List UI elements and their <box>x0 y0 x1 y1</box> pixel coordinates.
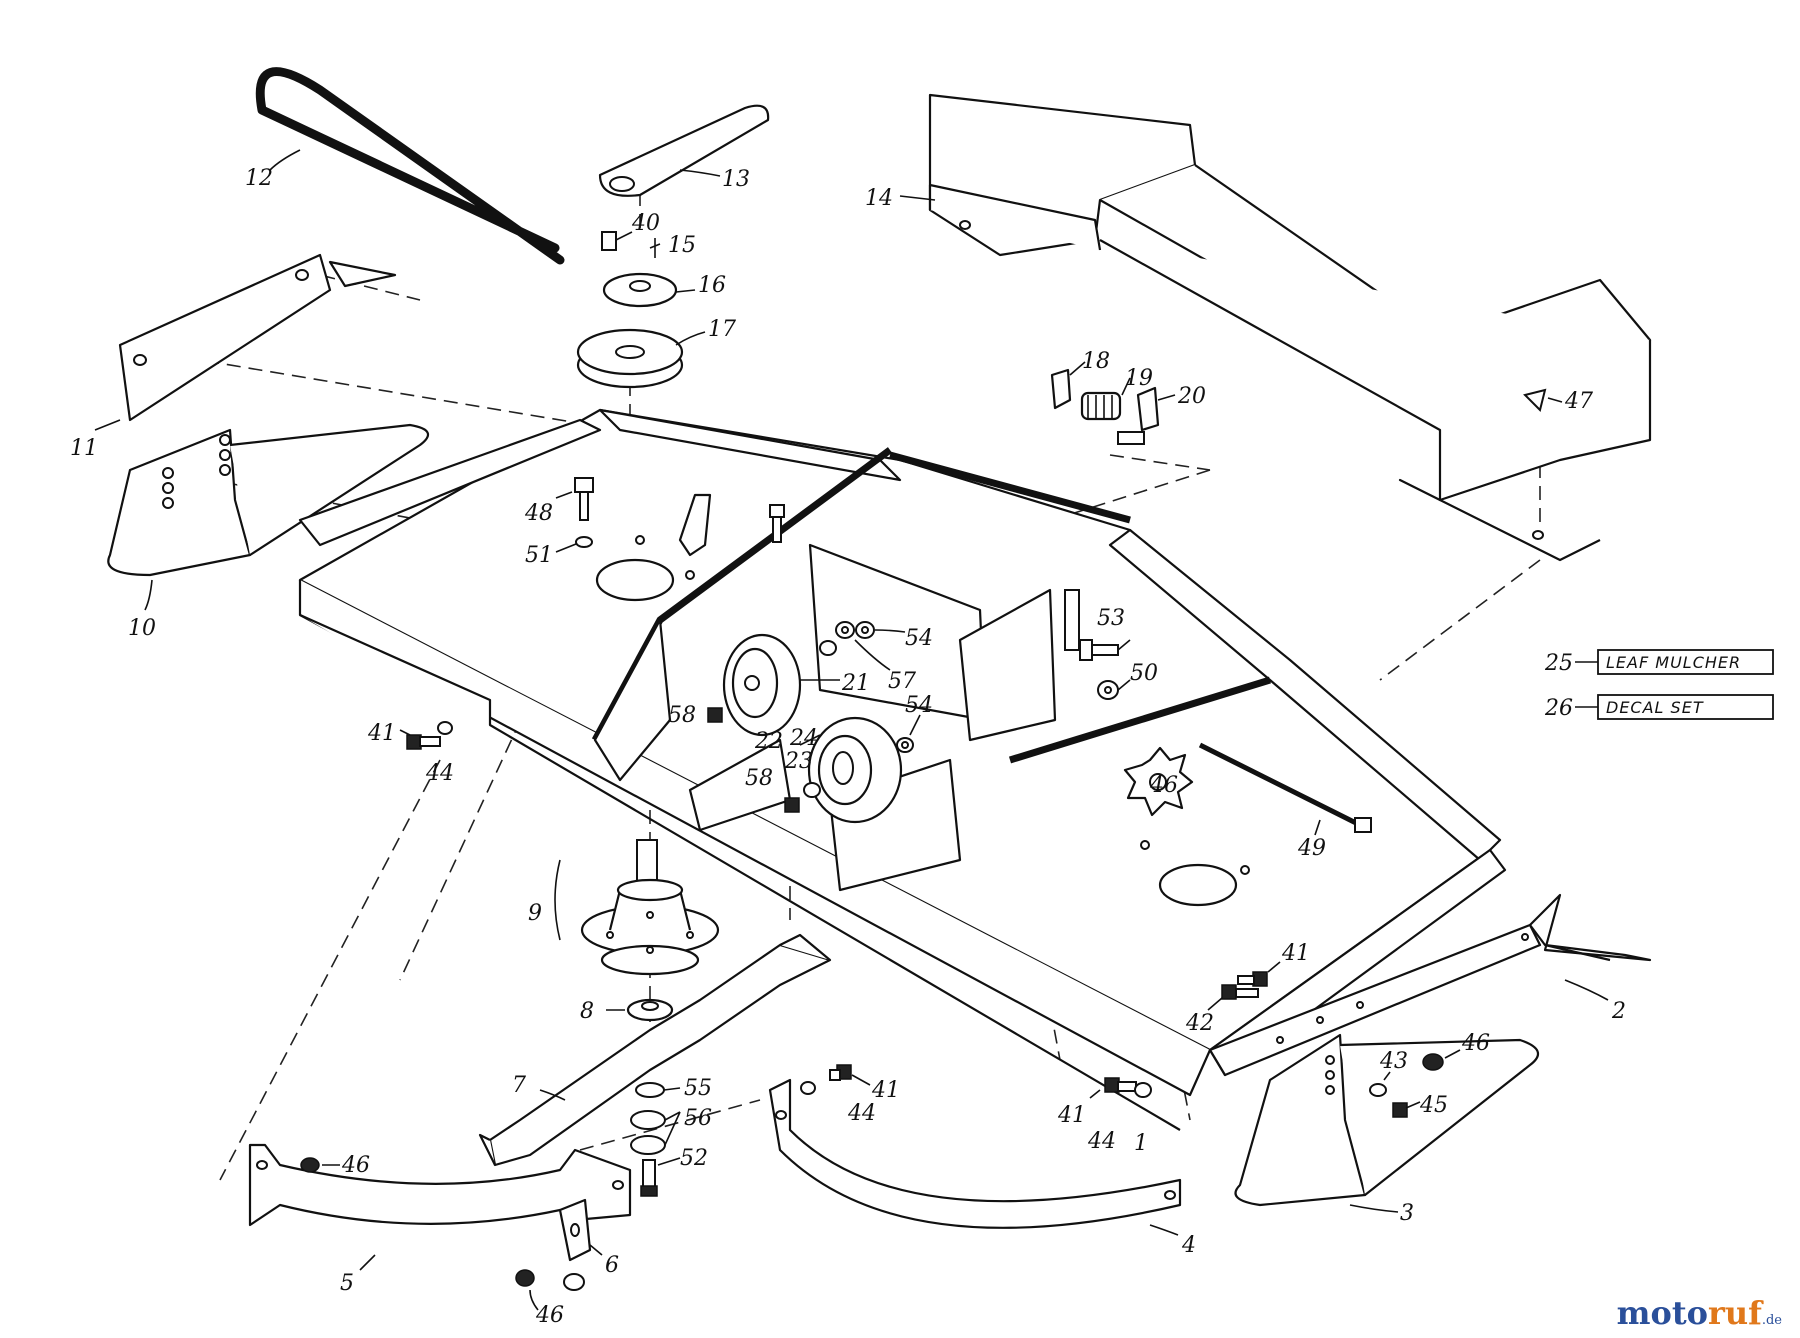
note-25-leaf-mulcher: 25 LEAF MULCHER <box>1544 649 1774 676</box>
callout-58a: 58 <box>668 703 696 728</box>
part-7-blade <box>478 933 832 1167</box>
callout-51: 51 <box>525 543 553 568</box>
callout-3: 3 <box>1400 1201 1414 1226</box>
washer-group <box>803 621 921 798</box>
part-14-discharge-chute <box>899 93 1652 562</box>
callout-41b: 41 <box>871 1078 900 1103</box>
part-42-bolt <box>1207 984 1259 1011</box>
callout-46a: 46 <box>341 1153 370 1178</box>
part-55-56-52-blade-hardware <box>630 1082 681 1197</box>
part-53-bolt <box>1079 639 1131 700</box>
part-49-adjustment-rod <box>1198 742 1372 836</box>
callout-15: 15 <box>668 233 696 258</box>
part-2-right-baffle <box>1208 893 1652 1077</box>
part-24-pulley <box>799 716 903 824</box>
callout-54a: 54 <box>905 626 933 651</box>
callout-24: 24 <box>789 726 818 751</box>
callout-52: 52 <box>680 1146 708 1171</box>
callout-1: 1 <box>1134 1131 1148 1156</box>
part-43-45-46-hardware <box>1369 1049 1461 1118</box>
part-12-belt <box>255 67 565 265</box>
part-46-star-knob <box>1123 746 1194 817</box>
motoruf-logo: motoruf.de <box>1617 1294 1782 1332</box>
part-5-rear-bracket <box>248 1143 632 1271</box>
callout-41a: 41 <box>367 721 396 746</box>
callout-18: 18 <box>1082 349 1110 374</box>
part-6-clip <box>558 1198 603 1262</box>
note-25-number: 25 <box>1544 651 1573 676</box>
callout-50: 50 <box>1130 661 1158 686</box>
callout-41d: 41 <box>1281 941 1310 966</box>
callout-46c: 46 <box>1461 1031 1490 1056</box>
part-47-wing-nut <box>1523 388 1563 412</box>
callout-6: 6 <box>605 1253 619 1278</box>
part-4-front-bracket <box>768 1078 1182 1236</box>
callout-44a: 44 <box>425 761 454 786</box>
logo-part2: ruf <box>1707 1294 1762 1332</box>
callout-44c: 44 <box>1087 1129 1116 1154</box>
callout-10: 10 <box>128 616 156 641</box>
callout-43: 43 <box>1379 1049 1408 1074</box>
part-16-17-pulley-stack <box>576 231 706 389</box>
callout-47: 47 <box>1564 389 1593 414</box>
callout-5: 5 <box>340 1271 354 1296</box>
callout-45: 45 <box>1419 1093 1448 1118</box>
cable-bracket <box>678 493 785 557</box>
part-8-blade-hub <box>606 998 674 1022</box>
note-26-number: 26 <box>1544 696 1573 721</box>
callout-19: 19 <box>1125 366 1153 391</box>
part-13-idler-arm <box>598 104 770 197</box>
callout-55: 55 <box>684 1076 712 1101</box>
callout-8: 8 <box>580 999 594 1024</box>
callout-41c: 41 <box>1057 1103 1086 1128</box>
callout-14: 14 <box>865 186 893 211</box>
callout-7: 7 <box>512 1073 526 1098</box>
note-26-decal-set: 26 DECAL SET <box>1544 694 1774 721</box>
callout-13: 13 <box>722 167 750 192</box>
callout-40: 40 <box>631 211 660 236</box>
part-48-bolt <box>555 477 594 553</box>
callout-42: 42 <box>1185 1011 1214 1036</box>
callout-49: 49 <box>1297 836 1326 861</box>
part-46-nuts <box>300 1157 585 1311</box>
callout-labels: 1 2 3 4 5 6 7 8 9 10 11 12 13 14 15 16 1… <box>70 166 1626 1328</box>
callout-44b: 44 <box>847 1101 876 1126</box>
note-25-label: LEAF MULCHER <box>1606 653 1741 672</box>
part-3-right-skid <box>1234 1033 1540 1213</box>
callout-12: 12 <box>245 166 273 191</box>
callout-20: 20 <box>1177 384 1206 409</box>
mower-deck-housing <box>298 408 1507 1131</box>
callout-48: 48 <box>524 501 553 526</box>
callout-56: 56 <box>684 1106 712 1131</box>
part-18-20-spring-assembly <box>1050 361 1176 445</box>
callout-16: 16 <box>698 273 726 298</box>
callout-4: 4 <box>1181 1233 1196 1258</box>
part-21-pulley <box>722 633 840 737</box>
callout-46b: 46 <box>1149 773 1178 798</box>
callout-46d: 46 <box>535 1303 564 1328</box>
callout-53: 53 <box>1097 606 1125 631</box>
callout-54b: 54 <box>905 693 933 718</box>
callout-21: 21 <box>841 671 870 696</box>
callout-11: 11 <box>70 436 98 461</box>
callout-17: 17 <box>708 317 736 342</box>
logo-suffix: .de <box>1761 1313 1782 1328</box>
part-11-baffle-plate <box>94 253 397 431</box>
note-26-label: DECAL SET <box>1606 698 1704 717</box>
part-9-spindle-assembly <box>554 839 720 976</box>
part-41-44-bolts-washers <box>399 721 1281 1099</box>
logo-part1: moto <box>1616 1294 1708 1332</box>
callout-58b: 58 <box>745 766 773 791</box>
callout-9: 9 <box>528 901 542 926</box>
part-10-left-skid <box>107 423 430 611</box>
callout-22: 22 <box>754 729 783 754</box>
part-58-nuts <box>707 707 800 813</box>
callout-57: 57 <box>888 669 916 694</box>
callout-23: 23 <box>784 749 813 774</box>
callout-2: 2 <box>1611 999 1626 1024</box>
